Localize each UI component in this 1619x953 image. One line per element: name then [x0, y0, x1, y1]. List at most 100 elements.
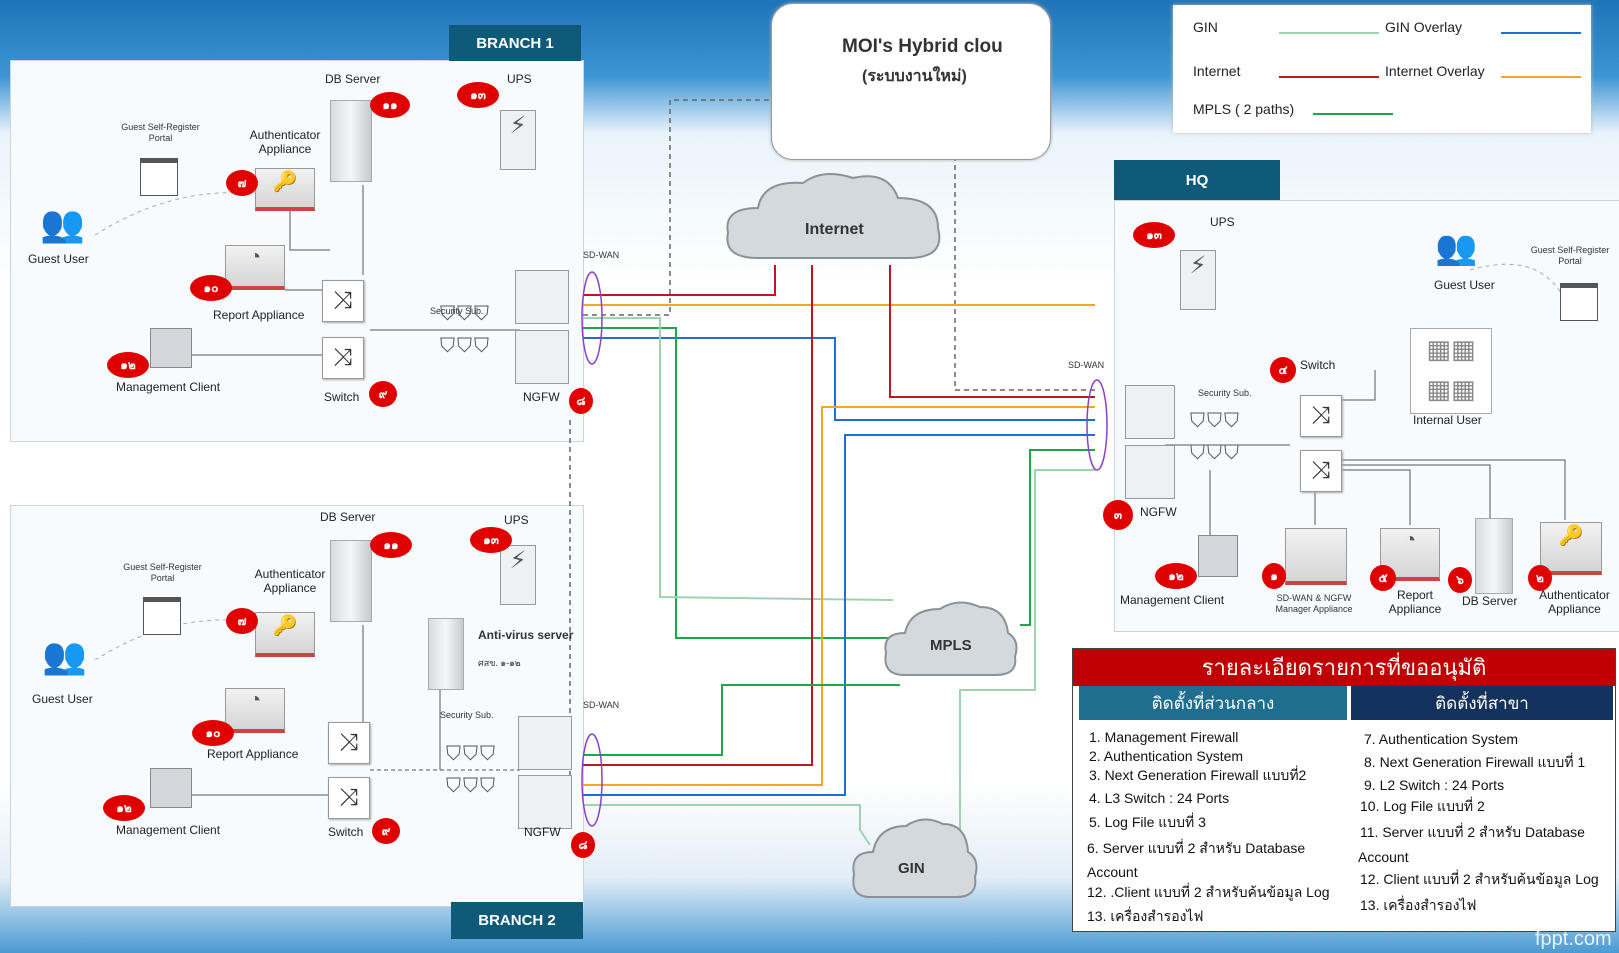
b2-guest-label: Guest User [32, 692, 93, 706]
hq-portal-label: Guest Self-Register Portal [1530, 245, 1610, 266]
branch1-panel [10, 60, 584, 442]
b1-report-label: Report Appliance [213, 308, 305, 322]
cloud-icon [884, 601, 1018, 676]
hq-switch-label: Switch [1300, 358, 1336, 372]
table-left-list: 1. Management Firewall 2. Authentication… [1087, 727, 1349, 929]
b2-db-server-icon [330, 540, 372, 622]
b2-antivirus-label: Anti-virus server [478, 628, 574, 642]
hq-internal-label: Internal User [1413, 413, 1482, 427]
footer-watermark: fppt.com [1535, 928, 1612, 950]
hybrid-cloud-box: MOI's Hybrid clou (ระบบงานใหม่) [771, 3, 1051, 160]
b2-ngfw-top [518, 716, 572, 770]
hybrid-title: MOI's Hybrid clou [842, 36, 1003, 57]
b1-db-badge: ๑๑ [370, 92, 410, 118]
b2-ngfw-bottom [518, 775, 572, 829]
list-item: 9. L2 Switch : 24 Ports [1364, 777, 1505, 793]
cloud-icon [852, 818, 978, 898]
branch2-header: BRANCH 2 [451, 902, 583, 939]
hq-ngfw-badge: ๓ [1103, 500, 1133, 530]
b2-ups-icon: ⚡ [500, 545, 536, 605]
table-col-left: ติดตั้งที่ส่วนกลาง [1079, 686, 1347, 720]
hq-auth-label: Authenticator Appliance [1539, 588, 1610, 616]
list-item: 11. Server แบบที่ 2 สำหรับ Database [1360, 824, 1585, 840]
legend-mpls: MPLS ( 2 paths) [1193, 101, 1295, 117]
b1-ups-badge: ๑๓ [457, 82, 499, 108]
hq-sdwan-oval [1086, 379, 1108, 471]
branch1-header: BRANCH 1 [449, 25, 581, 61]
b2-ngfw-badge: ๘ [571, 832, 595, 858]
b1-sdwan-label: SD-WAN [583, 250, 620, 260]
legend-gin-line [1279, 32, 1379, 34]
list-item: Account [1087, 864, 1138, 880]
b2-report-label: Report Appliance [207, 747, 299, 761]
b1-ngfw-badge: ๘ [569, 388, 593, 414]
b1-gin-overlay [583, 337, 1095, 421]
b1-switch-badge: ๙ [369, 381, 397, 407]
hq-ups-badge: ๑๓ [1133, 222, 1175, 248]
hq-report-label: Report Appliance [1388, 588, 1442, 616]
hq-guest-icon: 👥 [1435, 229, 1478, 267]
b2-antivirus-icon [428, 618, 464, 690]
b1-hybrid-link [583, 99, 771, 316]
b2-sdwan-label: SD-WAN [583, 700, 620, 710]
b2-auth-icon: 🔑 [255, 612, 315, 657]
hq-mgmt-icon [1198, 535, 1238, 577]
hq-security-icons: ⛉⛉⛉⛉⛉⛉ [1190, 410, 1241, 464]
b2-mgmt-icon [150, 768, 192, 808]
list-item: 7. Authentication System [1364, 731, 1519, 747]
list-item: 6. Server แบบที่ 2 สำหรับ Database [1087, 840, 1306, 856]
mpls-cloud-label: MPLS [930, 637, 972, 654]
hq-db-icon [1475, 518, 1513, 594]
approval-table: รายละเอียดรายการที่ขออนุมัติ ติดตั้งที่ส… [1072, 648, 1616, 932]
b1-ups-label: UPS [507, 72, 532, 86]
hq-guest-label: Guest User [1434, 278, 1495, 292]
hq-switch-bottom: ⤨ [1300, 450, 1342, 492]
hq-sdwan-label: SD-WAN [1068, 360, 1105, 370]
table-title: รายละเอียดรายการที่ขออนุมัติ [1073, 649, 1615, 686]
list-item: 4. L3 Switch : 24 Ports [1089, 790, 1230, 806]
legend-internet-overlay: Internet Overlay [1385, 63, 1485, 79]
b1-report-icon: ◔ [225, 245, 285, 290]
hq-ups-label: UPS [1210, 215, 1235, 229]
mpls-cloud: MPLS [880, 595, 1022, 687]
b2-switch-label: Switch [328, 825, 364, 839]
legend: GIN GIN Overlay Internet Internet Overla… [1173, 5, 1591, 133]
b1-security-label: Security Sub. [430, 306, 484, 316]
hq-auth-icon: 🔑 [1540, 522, 1602, 575]
hq-sdwan-mgr-badge: ๑ [1262, 563, 1286, 589]
b1-portal-icon [140, 158, 178, 196]
b1-mpls [583, 327, 900, 639]
list-item: 13. เครื่องสำรองไฟ [1087, 908, 1204, 924]
b1-auth-icon: 🔑 [255, 168, 315, 211]
b2-security-icons: ⛉⛉⛉⛉⛉⛉ [446, 743, 497, 797]
legend-gin-overlay: GIN Overlay [1385, 19, 1463, 35]
list-item: Account [1358, 849, 1409, 865]
hq-security-label: Security Sub. [1198, 388, 1252, 398]
b2-ups-badge: ๑๓ [470, 527, 512, 553]
list-item: 10. Log File แบบที่ 2 [1360, 798, 1485, 814]
b1-db-label: DB Server [325, 72, 381, 86]
b1-mgmt-label: Management Client [116, 380, 221, 394]
gin-cloud-label: GIN [898, 860, 925, 877]
b2-portal-label: Guest Self-Register Portal [123, 562, 202, 583]
hq-ngfw-label: NGFW [1140, 505, 1177, 519]
hq-mgmt-label: Management Client [1120, 593, 1225, 607]
table-col-right: ติดตั้งที่สาขา [1351, 686, 1613, 720]
table-right-list: 7. Authentication System 8. Next Generat… [1358, 729, 1614, 918]
list-item: 12. .Client แบบที่ 2 สำหรับค้นข้อมูล Log [1087, 884, 1330, 900]
hybrid-subtitle: (ระบบงานใหม่) [862, 68, 967, 85]
hq-portal-icon [1560, 283, 1598, 321]
b2-report-badge: ๑๐ [192, 720, 234, 746]
b2-mgmt-label: Management Client [116, 823, 221, 837]
list-item: 12. Client แบบที่ 2 สำหรับค้นข้อมูล Log [1360, 871, 1599, 887]
legend-gin: GIN [1193, 19, 1218, 35]
hq-hybrid-link [954, 158, 1095, 391]
b1-db-server-icon [330, 100, 372, 182]
hq-sdwan-mgr-icon [1285, 528, 1347, 585]
b2-portal-icon [143, 597, 181, 635]
b1-switch-bottom: ⤨ [322, 337, 364, 379]
internet-cloud-label: Internet [805, 221, 864, 238]
b2-db-badge: ๑๑ [370, 532, 412, 558]
b2-ngfw-label: NGFW [524, 825, 561, 839]
b1-portal-label: Guest Self-Register Portal [121, 122, 200, 143]
